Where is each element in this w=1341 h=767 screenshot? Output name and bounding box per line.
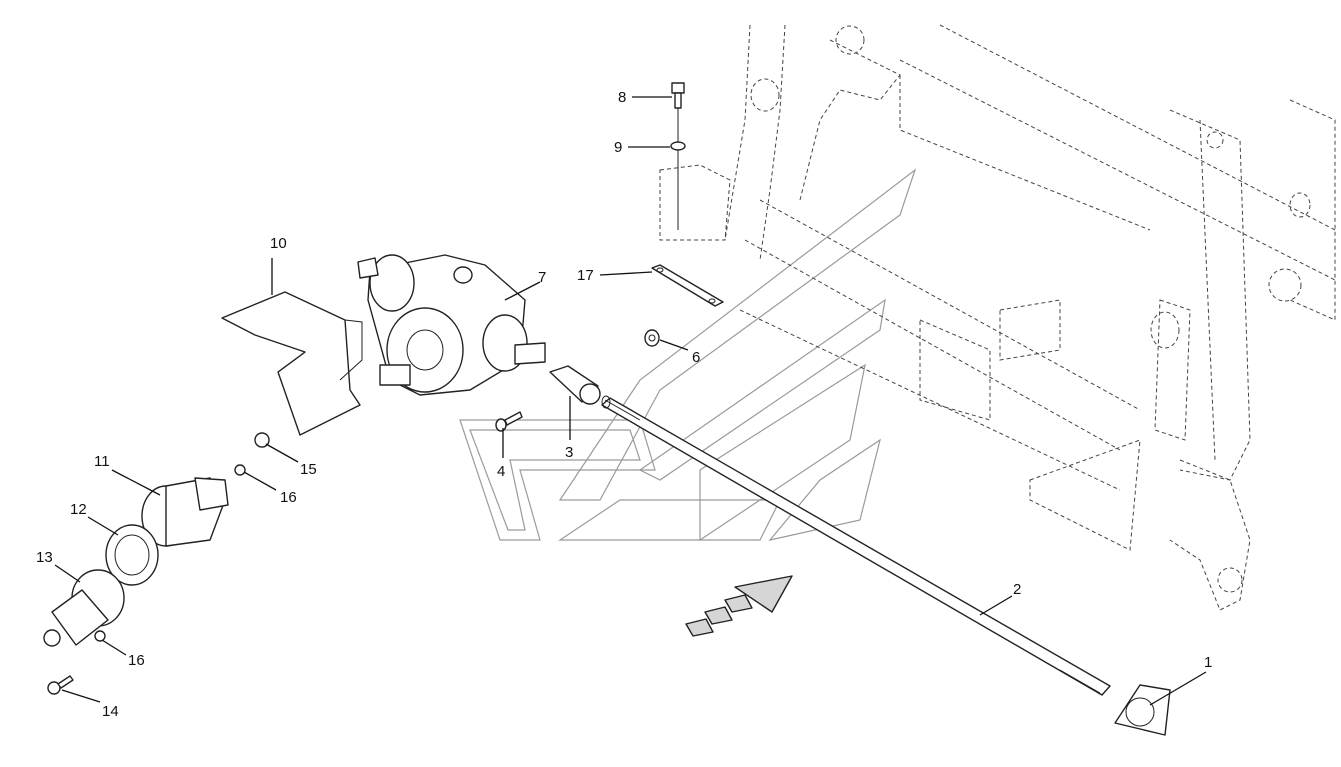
callout-10: 10: [270, 235, 287, 252]
callout-7: 7: [538, 269, 546, 286]
part-flange-plate: [1114, 684, 1171, 736]
callout-13: 13: [36, 549, 53, 566]
callout-1: 1: [1204, 654, 1212, 671]
callout-16-lower: 16: [128, 652, 145, 669]
part-washer-16b: [94, 630, 106, 642]
part-cover-shield: [221, 291, 363, 436]
part-sleeve: [549, 365, 601, 405]
part-drive-shaft: [601, 395, 1111, 696]
callout-17: 17: [577, 267, 594, 284]
part-nut-6: [644, 329, 660, 347]
part-bolt-14: [47, 675, 74, 695]
part-gasket: [105, 524, 159, 586]
part-washer-9: [670, 141, 686, 151]
part-bolt-8: [671, 82, 685, 230]
callout-6: 6: [692, 349, 700, 366]
callout-12: 12: [70, 501, 87, 518]
callout-15: 15: [300, 461, 317, 478]
callout-11: 11: [94, 453, 110, 470]
callout-2: 2: [1013, 581, 1021, 598]
part-bolt-4: [495, 411, 523, 432]
callout-9: 9: [614, 139, 622, 156]
callout-8: 8: [618, 89, 626, 106]
part-universal-joint: [43, 569, 125, 647]
direction-arrow-icon: [685, 575, 793, 637]
callout-labels: 1 2 3 4 6 7 8 9 10 11 12 13 14 15 16 16 …: [36, 89, 1212, 720]
callout-16-upper: 16: [280, 489, 297, 506]
leader-lines: [54, 96, 1207, 706]
machine-frame: [659, 24, 1336, 611]
part-plate-17: [651, 264, 724, 307]
part-housing: [141, 477, 229, 547]
part-gearbox: [357, 254, 546, 396]
part-washer-16a: [234, 464, 246, 476]
callout-14: 14: [102, 703, 119, 720]
callout-4: 4: [497, 463, 505, 480]
callout-3: 3: [565, 444, 573, 461]
part-nut-15: [254, 432, 270, 448]
